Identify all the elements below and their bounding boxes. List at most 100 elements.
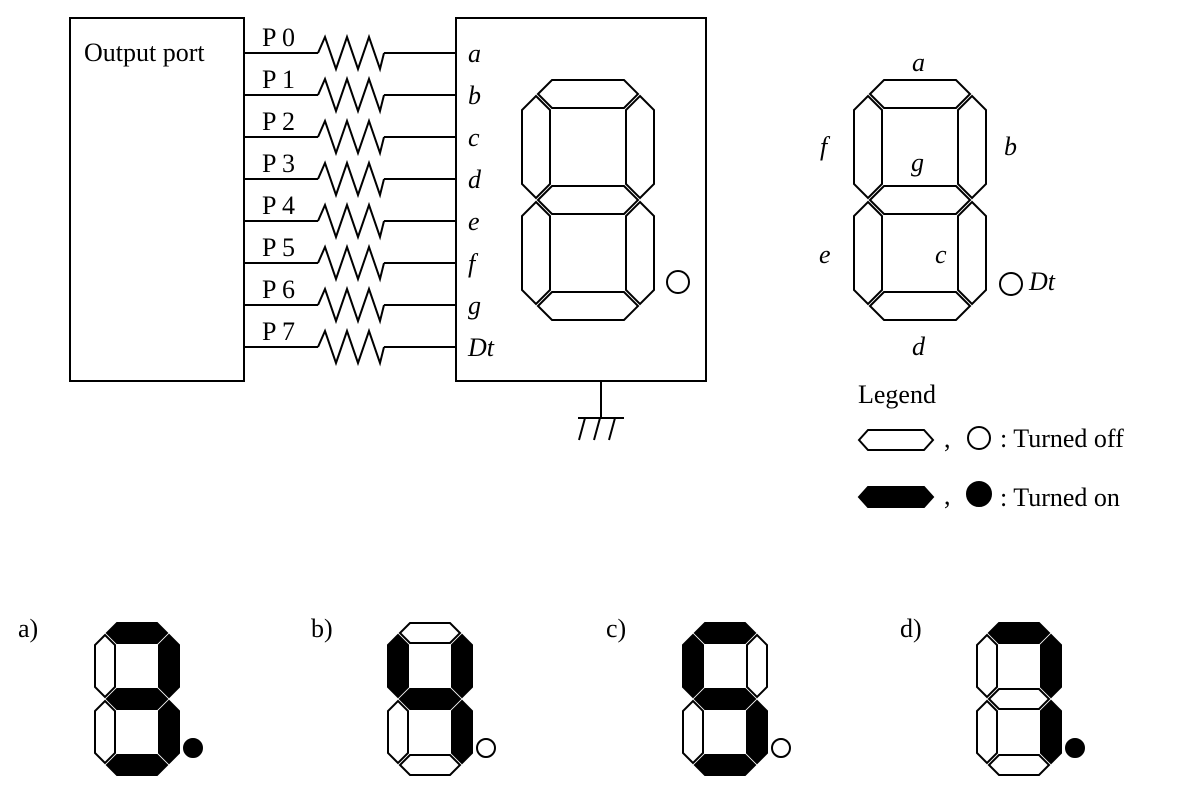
option-dt-dot-2 xyxy=(771,738,791,758)
ref-label-c: c xyxy=(935,240,947,269)
wire-row-5: P 5f xyxy=(244,233,479,283)
option-3: d) xyxy=(900,614,1085,776)
legend-title: Legend xyxy=(858,380,936,409)
option-0-segment-d xyxy=(105,754,169,776)
option-2-segment-f xyxy=(682,633,704,699)
pin-label-0: P 0 xyxy=(262,23,295,52)
option-digit-3 xyxy=(976,622,1062,776)
output-port-box xyxy=(69,17,245,382)
resistor-1 xyxy=(317,75,385,115)
option-1-segment-d xyxy=(398,754,462,776)
option-label-2: c) xyxy=(606,614,626,643)
reference-dt-dot xyxy=(999,272,1023,296)
ref-label-g: g xyxy=(911,148,924,177)
option-2-segment-d xyxy=(693,754,757,776)
ref-label-dt: Dt xyxy=(1028,267,1056,296)
resistor-7 xyxy=(317,327,385,367)
option-1-segment-g xyxy=(398,688,462,710)
legend-on-text: : Turned on xyxy=(1000,483,1120,512)
legend-on-segment xyxy=(857,486,935,508)
option-label-0: a) xyxy=(18,614,38,643)
option-dt-dot-0 xyxy=(183,738,203,758)
option-0-segment-g xyxy=(105,688,169,710)
signal-label-2: c xyxy=(468,123,480,152)
legend-on-dot xyxy=(966,481,992,507)
signal-label-1: b xyxy=(468,81,481,110)
option-0: a) xyxy=(18,614,203,776)
wire-row-2: P 2 c xyxy=(244,107,480,157)
reference-segment-f xyxy=(853,94,883,200)
reference-segment-d xyxy=(868,291,972,321)
signal-label-6: g xyxy=(468,291,481,320)
option-dt-dot-1 xyxy=(476,738,496,758)
option-3-segment-a xyxy=(987,622,1051,644)
module-segment-c xyxy=(625,200,655,306)
reference-digit xyxy=(853,79,987,321)
option-digit-1 xyxy=(387,622,473,776)
wire-row-1: P 1 b xyxy=(244,65,481,115)
option-3-segment-b xyxy=(1040,633,1062,699)
answer-options: a) b) c) d) xyxy=(18,614,1085,776)
module-segment-f xyxy=(521,94,551,200)
module-segment-a xyxy=(536,79,640,109)
option-1-segment-b xyxy=(451,633,473,699)
module-segment-d xyxy=(536,291,640,321)
option-2-segment-g xyxy=(693,688,757,710)
ref-label-a: a xyxy=(912,48,925,77)
signal-label-7: Dt xyxy=(467,333,495,362)
reference-segment-c xyxy=(957,200,987,306)
resistor-3 xyxy=(317,159,385,199)
output-port-label: Output port xyxy=(84,38,205,67)
wire-row-6: P 6 g xyxy=(244,275,481,325)
reference-segment-g xyxy=(868,185,972,215)
resistor-6 xyxy=(317,285,385,325)
pin-label-7: P 7 xyxy=(262,317,295,346)
option-label-1: b) xyxy=(311,614,333,643)
reference-segment-a xyxy=(868,79,972,109)
legend-off-dot xyxy=(967,426,991,450)
pin-label-2: P 2 xyxy=(262,107,295,136)
option-3-segment-f xyxy=(976,633,998,699)
option-1: b) xyxy=(311,614,496,776)
option-2: c) xyxy=(606,614,791,776)
module-segment-g xyxy=(536,185,640,215)
ground-symbol xyxy=(578,381,624,441)
signal-label-3: d xyxy=(468,165,482,194)
option-3-segment-g xyxy=(987,688,1051,710)
option-0-segment-a xyxy=(105,622,169,644)
pin-label-1: P 1 xyxy=(262,65,295,94)
option-label-3: d) xyxy=(900,614,922,643)
ref-label-d: d xyxy=(912,332,926,361)
resistor-4 xyxy=(317,201,385,241)
option-3-segment-d xyxy=(987,754,1051,776)
option-0-segment-e xyxy=(94,699,116,765)
ref-label-b: b xyxy=(1004,132,1017,161)
legend-off-segment xyxy=(857,429,935,451)
option-3-segment-e xyxy=(976,699,998,765)
wiring: P 0aP 1bP 2cP 3dP 4eP 5fP 6gP 7Dt xyxy=(244,23,495,367)
option-1-segment-f xyxy=(387,633,409,699)
module-dt-dot xyxy=(666,270,690,294)
option-digit-2 xyxy=(682,622,768,776)
option-digit-0 xyxy=(94,622,180,776)
module-digit xyxy=(521,79,655,321)
wire-row-0: P 0a xyxy=(244,23,481,73)
legend-separator-on: , xyxy=(944,481,951,510)
option-2-segment-a xyxy=(693,622,757,644)
resistor-0 xyxy=(317,33,385,73)
option-0-segment-b xyxy=(158,633,180,699)
option-1-segment-e xyxy=(387,699,409,765)
ref-label-f: f xyxy=(820,132,831,161)
legend-off-text: : Turned off xyxy=(1000,424,1124,453)
pin-label-6: P 6 xyxy=(262,275,295,304)
display-module-box xyxy=(455,17,707,382)
module-segment-b xyxy=(625,94,655,200)
option-2-segment-e xyxy=(682,699,704,765)
pin-label-3: P 3 xyxy=(262,149,295,178)
wire-row-7: P 7 Dt xyxy=(244,317,495,367)
option-2-segment-b xyxy=(746,633,768,699)
reference-segment-e xyxy=(853,200,883,306)
wire-row-3: P 3 d xyxy=(244,149,482,199)
option-2-segment-c xyxy=(746,699,768,765)
